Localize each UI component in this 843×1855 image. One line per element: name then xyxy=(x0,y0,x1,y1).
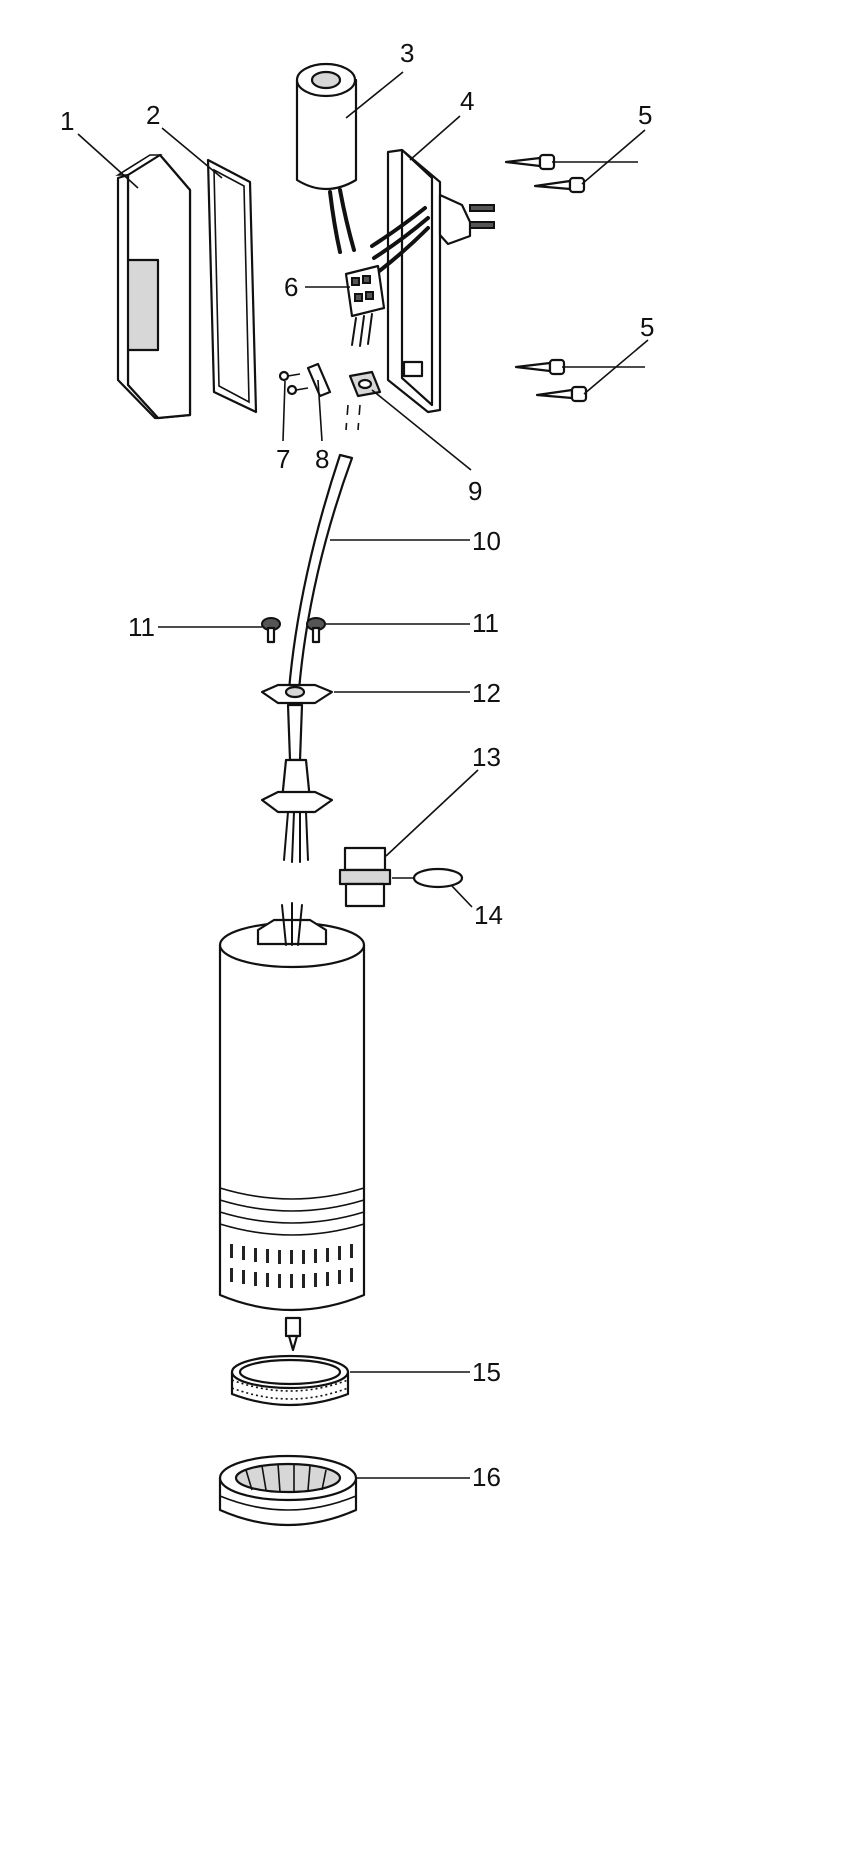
part-4-base xyxy=(370,148,495,414)
part-3-capacitor xyxy=(295,62,358,254)
callout-5-upper: 5 xyxy=(638,100,652,130)
callout-16: 16 xyxy=(472,1462,501,1492)
callout-15: 15 xyxy=(472,1357,501,1387)
callout-4: 4 xyxy=(460,86,474,116)
callout-5-lower: 5 xyxy=(640,312,654,342)
part-6-terminal-block xyxy=(344,264,386,347)
callout-7: 7 xyxy=(276,444,290,474)
callout-9: 9 xyxy=(468,476,482,506)
callout-1: 1 xyxy=(60,106,74,136)
callout-3: 3 xyxy=(400,38,414,68)
callout-10: 10 xyxy=(472,526,501,556)
motor-body xyxy=(218,902,366,1352)
part-16-base-foot xyxy=(218,1454,358,1527)
callout-11-left: 11 xyxy=(128,612,155,642)
part-15-strainer-ring xyxy=(230,1354,350,1407)
part-8-clamp xyxy=(306,362,332,398)
part-5-screws-lower xyxy=(514,358,588,403)
part-13-fitting xyxy=(338,846,392,908)
leader-lines xyxy=(77,71,649,1479)
callout-13: 13 xyxy=(472,742,501,772)
callout-11-right: 11 xyxy=(472,608,499,638)
callout-6: 6 xyxy=(284,272,298,302)
callout-8: 8 xyxy=(315,444,329,474)
part-11-screws xyxy=(261,617,326,644)
part-5-screws-upper xyxy=(504,153,586,194)
callout-2: 2 xyxy=(146,100,160,130)
part-14-o-ring xyxy=(412,867,464,889)
callout-12: 12 xyxy=(472,678,501,708)
part-12-flanges xyxy=(260,683,334,863)
part-2-gasket xyxy=(206,158,258,414)
part-1-cover xyxy=(115,153,192,420)
callout-14: 14 xyxy=(474,900,503,930)
motor-inlet-slots xyxy=(230,1244,353,1288)
part-7-small-screws xyxy=(278,370,309,396)
callout-numbers: 1 2 3 4 5 5 6 7 8 9 10 11 11 12 13 14 15… xyxy=(60,38,654,1492)
